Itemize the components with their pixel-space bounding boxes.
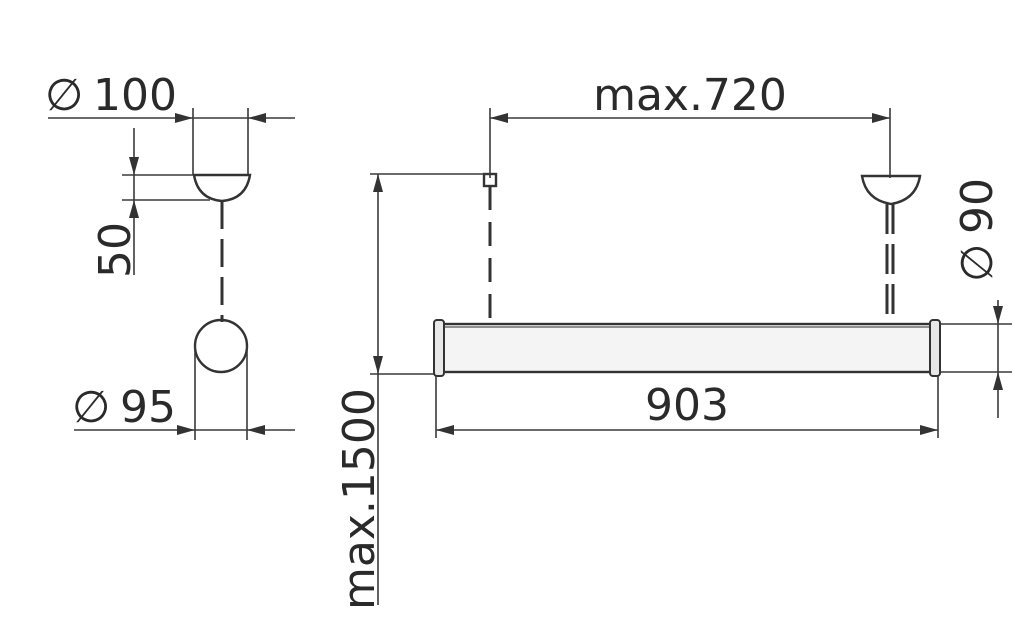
front-view: max.720 max.1500 xyxy=(334,70,1012,610)
canopy-diameter-dimension: ∅ 100 xyxy=(45,70,295,175)
canopy-height-dimension: 50 xyxy=(90,128,210,278)
length-label: 903 xyxy=(645,380,729,431)
canopy-diameter-symbol: ∅ xyxy=(45,70,83,121)
left-end-cap xyxy=(433,319,445,377)
cap-diameter-symbol: ∅ xyxy=(952,244,1003,282)
overall-height-label: max.1500 xyxy=(334,388,385,610)
overall-height-dimension: max.1500 xyxy=(334,173,490,610)
suspension-spacing-dimension: max.720 xyxy=(489,70,891,178)
cap-diameter-label: 90 xyxy=(952,178,1003,234)
luminaire-tube xyxy=(433,319,941,377)
right-end-cap xyxy=(929,319,941,377)
tube-diameter-dimension: ∅ 95 xyxy=(72,346,295,440)
right-suspension-cable xyxy=(885,204,895,324)
canopy-shape xyxy=(192,173,252,203)
canopy-height-label: 50 xyxy=(90,222,141,278)
cap-diameter-dimension: ∅ 90 xyxy=(940,178,1012,418)
tube-diameter-label: 95 xyxy=(120,382,176,433)
side-view: ∅ 100 50 ∅ 95 xyxy=(45,70,295,440)
tube-diameter-symbol: ∅ xyxy=(72,382,110,433)
tube-cross-section xyxy=(193,318,249,374)
suspension-spacing-label: max.720 xyxy=(593,70,787,121)
right-ceiling-canopy xyxy=(860,174,922,206)
canopy-diameter-label: 100 xyxy=(93,70,177,121)
length-dimension: 903 xyxy=(435,376,939,438)
